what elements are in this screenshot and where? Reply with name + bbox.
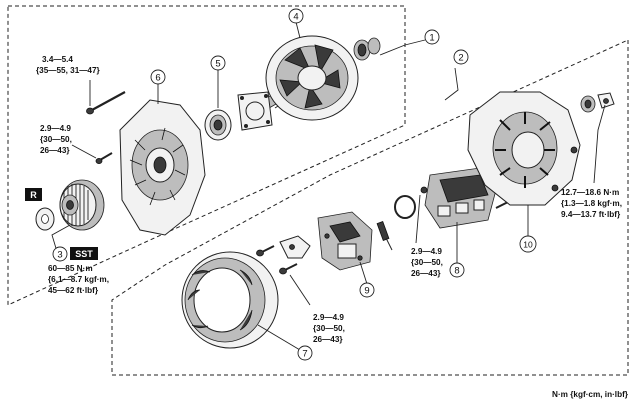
- brush: [376, 221, 393, 251]
- housing-bolt: [86, 91, 126, 115]
- callout-6: 6: [150, 69, 166, 85]
- rotor: [260, 35, 381, 121]
- torque-spec-1: 3.4—5.4 {35—55, 31—47}: [36, 55, 101, 75]
- torque-spec-3: 60—85 N·m {6.1—8.7 kgf·m, 45—62 ft·lbf}: [48, 264, 109, 295]
- callout-9: 9: [359, 282, 375, 298]
- terminal-plate: [279, 235, 311, 259]
- retaining-ring: [394, 195, 416, 219]
- svg-text:{1.3—1.8 kgf·m,: {1.3—1.8 kgf·m,: [561, 199, 622, 208]
- tag-r: R: [25, 188, 42, 201]
- svg-text:{35—55, 31—47}: {35—55, 31—47}: [36, 66, 101, 75]
- group-1-boundary: [7, 5, 406, 306]
- svg-text:4: 4: [293, 12, 298, 23]
- svg-text:3: 3: [57, 250, 62, 261]
- leader-4: [295, 21, 301, 39]
- callout-8: 8: [449, 262, 465, 278]
- callout-3: 3: [52, 246, 68, 262]
- svg-text:8: 8: [454, 266, 459, 277]
- brush-holder-screws: [256, 245, 298, 275]
- leader-torque-4: [593, 104, 606, 184]
- callout-7: 7: [297, 345, 313, 361]
- voltage-regulator: [317, 211, 373, 271]
- svg-text:26—43}: 26—43}: [411, 269, 441, 278]
- leader-torque-5: [415, 194, 421, 244]
- tag-sst: SST: [70, 247, 98, 260]
- svg-text:45—62 ft·lbf}: 45—62 ft·lbf}: [48, 286, 99, 295]
- leader-torque-6: [289, 274, 311, 306]
- pulley: [59, 179, 105, 231]
- svg-text:7: 7: [302, 349, 307, 360]
- rear-housing: [467, 91, 581, 206]
- terminal-nut: [580, 92, 615, 113]
- svg-text:2.9—4.9: 2.9—4.9: [313, 313, 344, 322]
- svg-text:9.4—13.7 ft·lbf}: 9.4—13.7 ft·lbf}: [561, 210, 621, 219]
- leader-7: [257, 324, 301, 351]
- svg-text:10: 10: [523, 240, 533, 250]
- rectifier: [420, 167, 513, 229]
- callout-1-leader: [379, 39, 426, 56]
- svg-text:1: 1: [429, 33, 434, 44]
- front-housing: [119, 99, 206, 236]
- svg-text:2.9—4.9: 2.9—4.9: [411, 247, 442, 256]
- svg-text:{30—50,: {30—50,: [40, 135, 72, 144]
- svg-text:5: 5: [215, 59, 220, 70]
- units-legend: N·m {kgf·cm, in·lbf}: [552, 390, 629, 399]
- callout-2-leader: [444, 67, 459, 101]
- svg-text:{30—50,: {30—50,: [313, 324, 345, 333]
- callout-5: 5: [210, 55, 226, 71]
- svg-text:3.4—5.4: 3.4—5.4: [42, 55, 73, 64]
- torque-spec-6: 2.9—4.9 {30—50, 26—43}: [313, 313, 345, 344]
- callout-1: 1: [424, 29, 440, 45]
- torque-spec-2: 2.9—4.9 {30—50, 26—43}: [40, 124, 72, 155]
- svg-text:26—43}: 26—43}: [313, 335, 343, 344]
- svg-text:2: 2: [458, 53, 463, 64]
- svg-text:9: 9: [364, 286, 369, 297]
- svg-text:SST: SST: [75, 249, 93, 259]
- terminal-screw-left: [95, 152, 113, 164]
- svg-text:60—85 N·m: 60—85 N·m: [48, 264, 93, 273]
- group-2-boundary: [111, 39, 629, 376]
- callout-10: 10: [519, 235, 537, 253]
- svg-text:{6.1—8.7 kgf·m,: {6.1—8.7 kgf·m,: [48, 275, 109, 284]
- svg-text:R: R: [30, 190, 37, 200]
- svg-text:26—43}: 26—43}: [40, 146, 70, 155]
- torque-spec-5: 2.9—4.9 {30—50, 26—43}: [411, 247, 443, 278]
- callout-2: 2: [453, 49, 469, 65]
- svg-text:2.9—4.9: 2.9—4.9: [40, 124, 71, 133]
- pulley-washer: [35, 207, 55, 231]
- svg-text:{30—50,: {30—50,: [411, 258, 443, 267]
- front-bearing: [204, 109, 232, 141]
- svg-text:12.7—18.6 N·m: 12.7—18.6 N·m: [561, 188, 619, 197]
- leader-torque-2: [71, 144, 97, 159]
- torque-spec-4: 12.7—18.6 N·m {1.3—1.8 kgf·m, 9.4—13.7 f…: [561, 188, 622, 219]
- stator: [181, 251, 279, 349]
- bearing-retainer-plate: [237, 91, 273, 131]
- leader-9: [359, 261, 368, 285]
- callout-4: 4: [288, 8, 304, 24]
- svg-text:6: 6: [155, 73, 160, 84]
